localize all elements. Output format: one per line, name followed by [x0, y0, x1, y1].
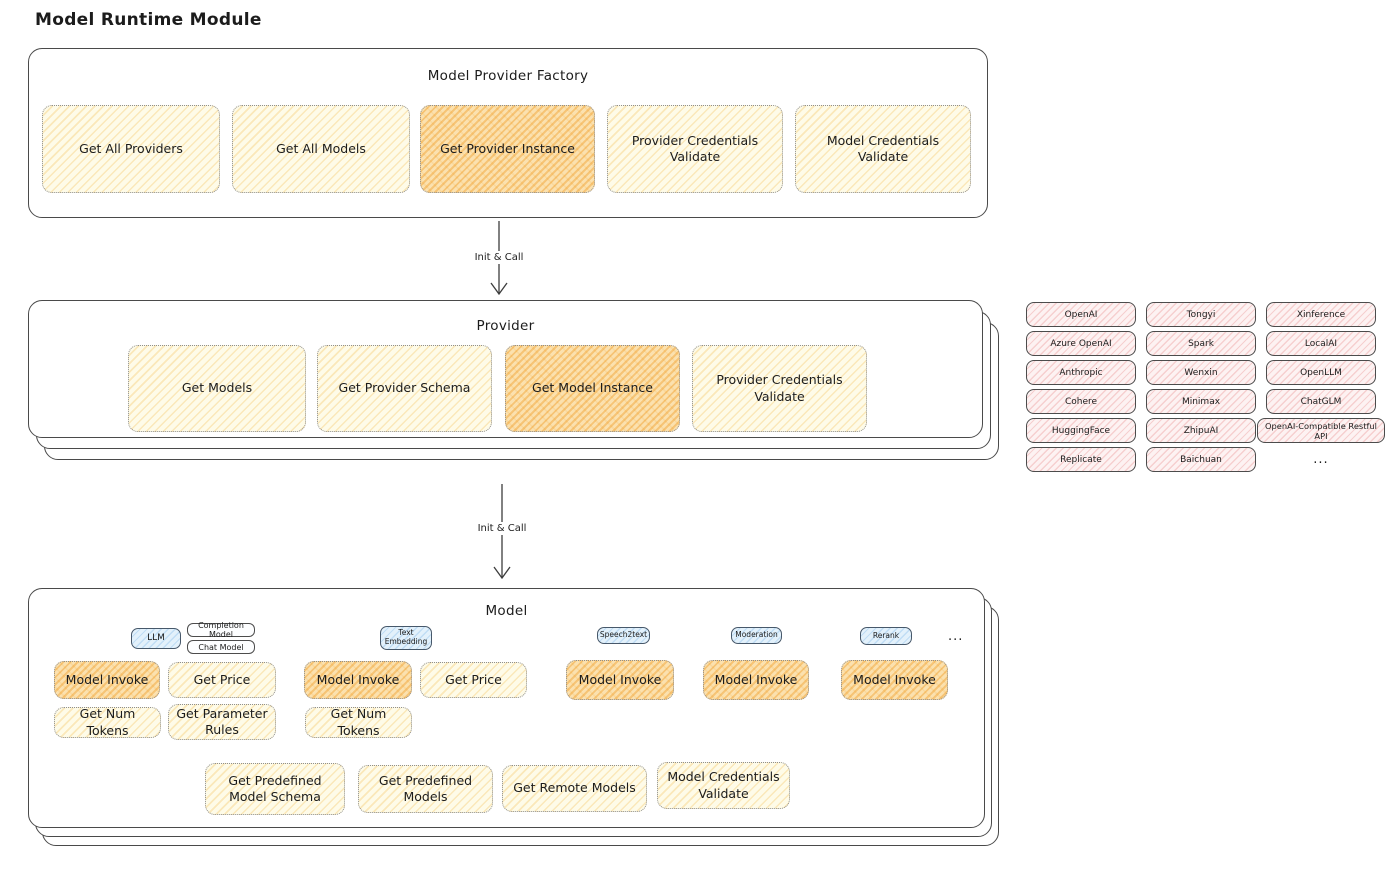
model-type-more-ellipsis: ...	[948, 629, 964, 644]
provider-chip-openai: OpenAI	[1026, 302, 1136, 327]
provider-chip-openllm: OpenLLM	[1266, 360, 1376, 385]
provider-chip-cohere: Cohere	[1026, 389, 1136, 414]
llm-cell-model-invoke: Model Invoke	[54, 661, 160, 699]
provider-chip-zhipuai: ZhipuAI	[1146, 418, 1256, 443]
model-type-tag-moderation: Moderation	[731, 627, 782, 644]
factory-title: Model Provider Factory	[427, 68, 589, 84]
provider-chip-xinference: Xinference	[1266, 302, 1376, 327]
model-cell-get-predefined-models: Get Predefined Models	[358, 765, 493, 813]
factory-cell-get-all-providers: Get All Providers	[42, 105, 220, 193]
provider-cell-get-models: Get Models	[128, 345, 306, 432]
provider-chip-anthropic: Anthropic	[1026, 360, 1136, 385]
provider-cell-get-model-instance: Get Model Instance	[505, 345, 680, 432]
provider-cell-get-provider-schema: Get Provider Schema	[317, 345, 492, 432]
provider-chip-spark: Spark	[1146, 331, 1256, 356]
provider-chip-wenxin: Wenxin	[1146, 360, 1256, 385]
factory-cell-get-provider-instance: Get Provider Instance	[420, 105, 595, 193]
provider-cell-provider-credentials-validate: Provider Credentials Validate	[692, 345, 867, 432]
factory-cell-provider-credentials-validate: Provider Credentials Validate	[607, 105, 783, 193]
llm-cell-get-num-tokens: Get Num Tokens	[54, 706, 161, 738]
provider-chip-localai: LocalAI	[1266, 331, 1376, 356]
provider-chip-azure-openai: Azure OpenAI	[1026, 331, 1136, 356]
model-cell-get-predefined-model-schema: Get Predefined Model Schema	[205, 763, 345, 815]
provider-chip-replicate: Replicate	[1026, 447, 1136, 472]
provider-chip-openai-compatible-restful-api: OpenAI-Compatible Restful API	[1257, 418, 1385, 443]
model-type-subtag-completion-model: Completion Model	[187, 621, 255, 639]
model-type-tag-rerank: Rerank	[860, 627, 912, 645]
provider-chip-more-ellipsis: ...	[1313, 452, 1329, 467]
model-type-tag-text-embedding: Text Embedding	[380, 626, 432, 650]
provider-chip-tongyi: Tongyi	[1146, 302, 1256, 327]
rerank-cell-model-invoke: Model Invoke	[841, 660, 948, 700]
provider-chip-chatglm: ChatGLM	[1266, 389, 1376, 414]
text-embedding-cell-get-price: Get Price	[420, 662, 527, 698]
provider-chip-huggingface: HuggingFace	[1026, 418, 1136, 443]
arrow-label-init-call-2: Init & Call	[467, 522, 537, 535]
page-title: Model Runtime Module	[35, 10, 262, 30]
arrow-label-init-call-1: Init & Call	[464, 251, 534, 264]
provider-title: Provider	[476, 318, 535, 334]
model-cell-get-remote-models: Get Remote Models	[502, 765, 647, 812]
provider-chip-minimax: Minimax	[1146, 389, 1256, 414]
llm-cell-get-parameter-rules: Get Parameter Rules	[168, 704, 276, 740]
text-embedding-cell-model-invoke: Model Invoke	[304, 661, 412, 699]
factory-cell-get-all-models: Get All Models	[232, 105, 410, 193]
moderation-cell-model-invoke: Model Invoke	[703, 660, 809, 700]
model-type-subtag-chat-model: Chat Model	[187, 640, 255, 654]
llm-cell-get-price: Get Price	[168, 662, 276, 698]
model-type-tag-speech2text: Speech2text	[597, 627, 650, 644]
speech2text-cell-model-invoke: Model Invoke	[566, 660, 674, 700]
model-type-tag-llm: LLM	[131, 628, 181, 649]
provider-chip-baichuan: Baichuan	[1146, 447, 1256, 472]
model-cell-model-credentials-validate: Model Credentials Validate	[657, 762, 790, 809]
model-title: Model	[485, 603, 528, 619]
factory-cell-model-credentials-validate: Model Credentials Validate	[795, 105, 971, 193]
text-embedding-cell-get-num-tokens: Get Num Tokens	[305, 706, 412, 738]
provider-chip-grid: OpenAI Tongyi Xinference Azure OpenAI Sp…	[1026, 302, 1385, 472]
